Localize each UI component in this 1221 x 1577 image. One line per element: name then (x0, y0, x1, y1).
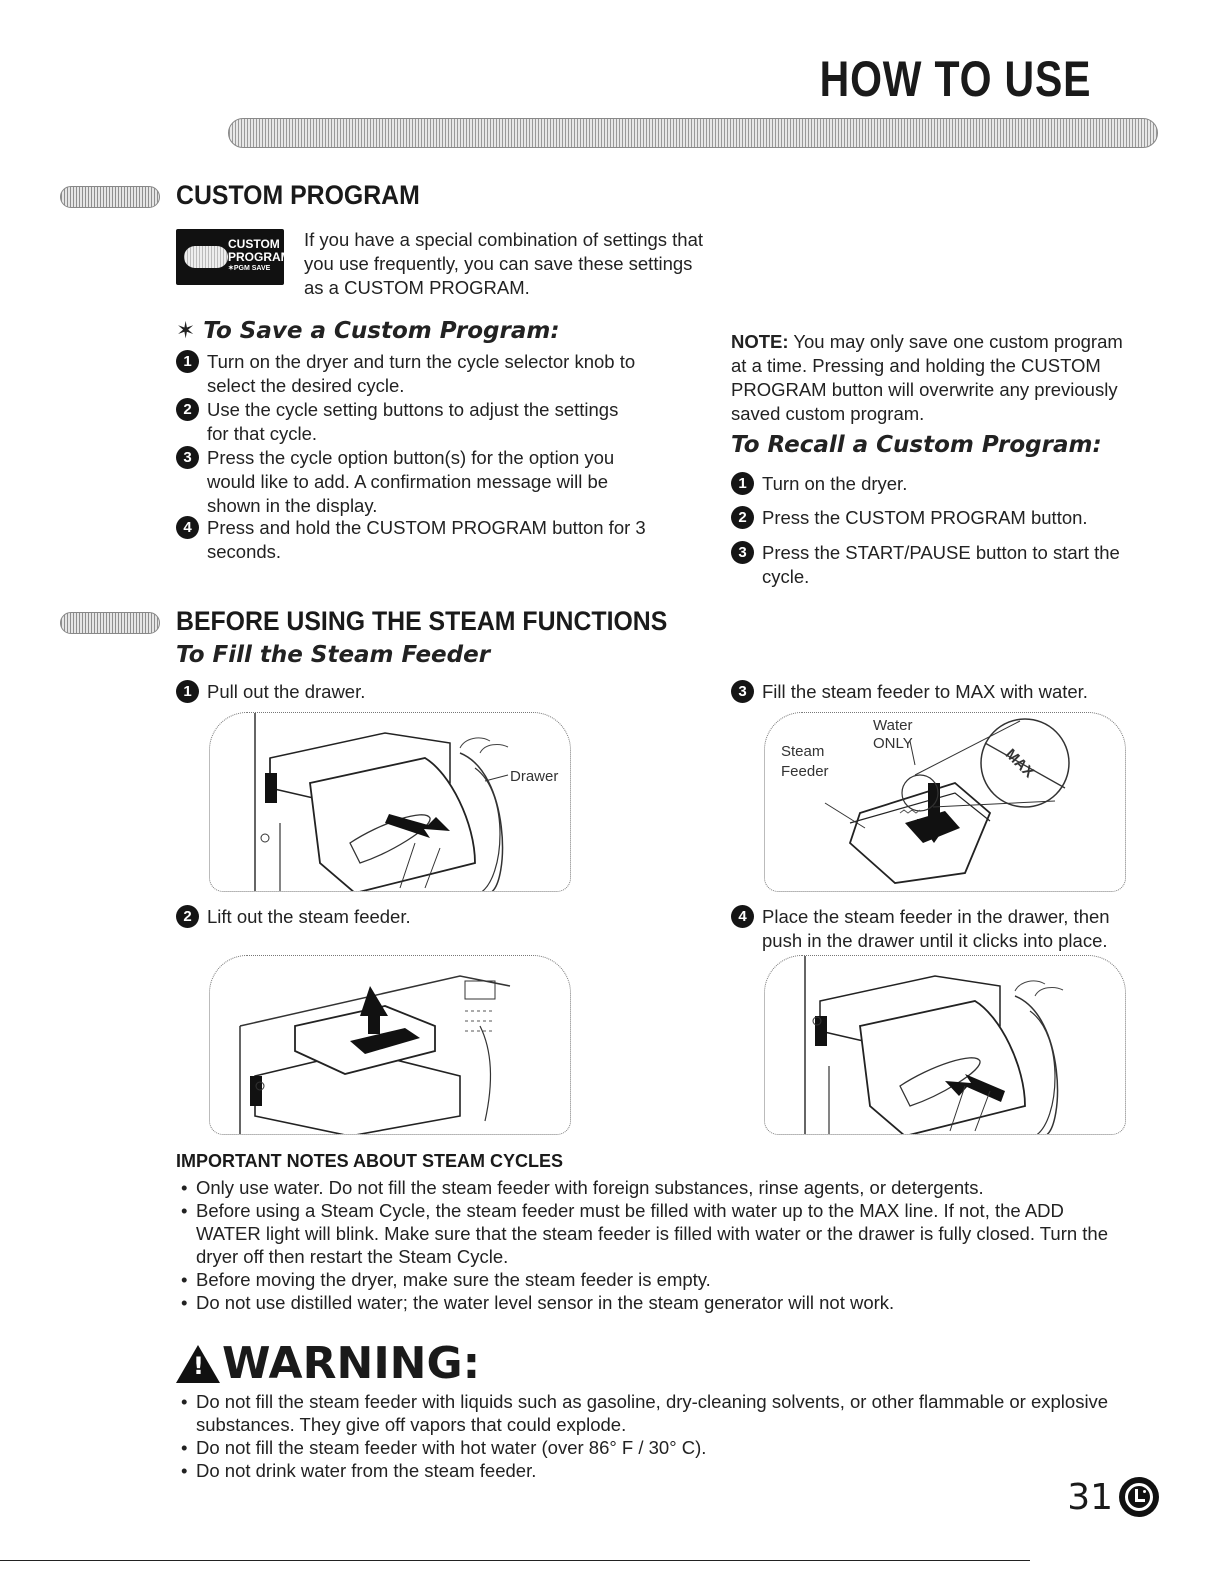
lift-feeder-drawing (239, 975, 511, 1134)
step-number-icon: 1 (176, 350, 199, 373)
drawer-drawing (254, 713, 509, 891)
step-text: Place the steam feeder in the drawer, th… (762, 906, 1110, 951)
step-text: Pull out the drawer. (207, 681, 366, 702)
step-number-icon: 2 (731, 506, 754, 529)
page-title: HOW TO USE (819, 51, 1091, 107)
steam-functions-title: BEFORE USING THE STEAM FUNCTIONS (176, 606, 668, 636)
note-text: You may only save one custom program at … (731, 331, 1123, 424)
feeder-label: Feeder (781, 763, 829, 780)
list-item: Do not fill the steam feeder with liquid… (176, 1390, 1116, 1436)
step-text: Lift out the steam feeder. (207, 906, 411, 927)
step-number-icon: 3 (731, 541, 754, 564)
save-step-4: 4 Press and hold the CUSTOM PROGRAM butt… (176, 516, 666, 564)
badge-line2: PROGRAM (228, 250, 291, 264)
section-pill-icon (60, 186, 160, 208)
fill-step-2: 2 Lift out the steam feeder. (176, 905, 576, 929)
save-program-heading: ✶ To Save a Custom Program: (176, 318, 560, 344)
warning-triangle-icon (176, 1345, 220, 1383)
step-number-icon: 3 (176, 446, 199, 469)
custom-program-intro: If you have a special combination of set… (304, 229, 704, 298)
save-step-3: 3 Press the cycle option button(s) for t… (176, 446, 656, 518)
recall-step-3: 3 Press the START/PAUSE button to start … (731, 541, 1151, 589)
drawer-label: Drawer (510, 768, 559, 785)
step-number-icon: 1 (176, 680, 199, 703)
recall-step-2: 2 Press the CUSTOM PROGRAM button. (731, 506, 1151, 530)
fill-max-illustration: Water ONLY Steam Feeder MAX (764, 712, 1126, 892)
list-item: Do not fill the steam feeder with hot wa… (176, 1436, 1116, 1459)
step-text: Press and hold the CUSTOM PROGRAM button… (207, 517, 646, 562)
step-text: Use the cycle setting buttons to adjust … (207, 399, 619, 444)
save-step-1: 1 Turn on the dryer and turn the cycle s… (176, 350, 656, 398)
custom-program-title: CUSTOM PROGRAM (176, 180, 420, 210)
badge-line1: CUSTOM (228, 237, 280, 251)
step-number-icon: 2 (176, 905, 199, 928)
warning-title-text: WARNING: (222, 1338, 481, 1389)
steam-label: Steam (781, 743, 825, 760)
only-label: ONLY (873, 735, 913, 752)
list-item: Only use water. Do not fill the steam fe… (176, 1176, 1116, 1199)
warning-list: Do not fill the steam feeder with liquid… (176, 1390, 1116, 1482)
badge-line3: ✶PGM SAVE (228, 265, 271, 272)
push-drawer-drawing (804, 956, 1064, 1134)
step-text: Press the cycle option button(s) for the… (207, 447, 615, 516)
steam-feeder-fill-drawing (824, 718, 1070, 884)
step-text: Press the CUSTOM PROGRAM button. (762, 507, 1088, 528)
custom-program-note: NOTE: You may only save one custom progr… (731, 330, 1141, 426)
step-number-icon: 4 (176, 516, 199, 539)
badge-text: CUSTOM PROGRAM ✶PGM SAVE (228, 238, 291, 273)
step-number-icon: 3 (731, 680, 754, 703)
note-label: NOTE: (731, 331, 789, 352)
step-text: Turn on the dryer and turn the cycle sel… (207, 351, 636, 396)
button-oval-icon (184, 246, 228, 268)
fill-steam-feeder-heading: To Fill the Steam Feeder (176, 642, 491, 668)
step-number-icon: 2 (176, 398, 199, 421)
fill-step-1: 1 Pull out the drawer. (176, 680, 576, 704)
step-text: Turn on the dryer. (762, 473, 908, 494)
list-item: Do not use distilled water; the water le… (176, 1291, 1116, 1314)
water-label: Water (873, 717, 913, 734)
warning-title: WARNING: (176, 1342, 480, 1386)
bottom-divider (0, 1560, 1030, 1561)
fill-step-3: 3 Fill the steam feeder to MAX with wate… (731, 680, 1151, 704)
recall-program-heading: To Recall a Custom Program: (731, 432, 1102, 458)
recall-step-1: 1 Turn on the dryer. (731, 472, 1151, 496)
pull-drawer-illustration: Drawer (209, 712, 571, 892)
step-number-icon: 4 (731, 905, 754, 928)
important-notes-title: IMPORTANT NOTES ABOUT STEAM CYCLES (176, 1151, 563, 1171)
important-notes-list: Only use water. Do not fill the steam fe… (176, 1176, 1116, 1314)
custom-program-button-icon: CUSTOM PROGRAM ✶PGM SAVE (176, 229, 291, 285)
step-number-icon: 1 (731, 472, 754, 495)
section-pill-icon (60, 612, 160, 634)
push-drawer-illustration (764, 955, 1126, 1135)
page-number: 31 (1067, 1477, 1113, 1518)
lg-logo-icon (1119, 1477, 1159, 1517)
save-step-2: 2 Use the cycle setting buttons to adjus… (176, 398, 626, 446)
header-decorative-bar (228, 118, 1158, 148)
lift-feeder-illustration (209, 955, 571, 1135)
step-text: Press the START/PAUSE button to start th… (762, 542, 1120, 587)
step-text: Fill the steam feeder to MAX with water. (762, 681, 1088, 702)
list-item: Before moving the dryer, make sure the s… (176, 1268, 1116, 1291)
fill-step-4: 4 Place the steam feeder in the drawer, … (731, 905, 1151, 953)
list-item: Before using a Steam Cycle, the steam fe… (176, 1199, 1116, 1268)
list-item: Do not drink water from the steam feeder… (176, 1459, 1116, 1482)
